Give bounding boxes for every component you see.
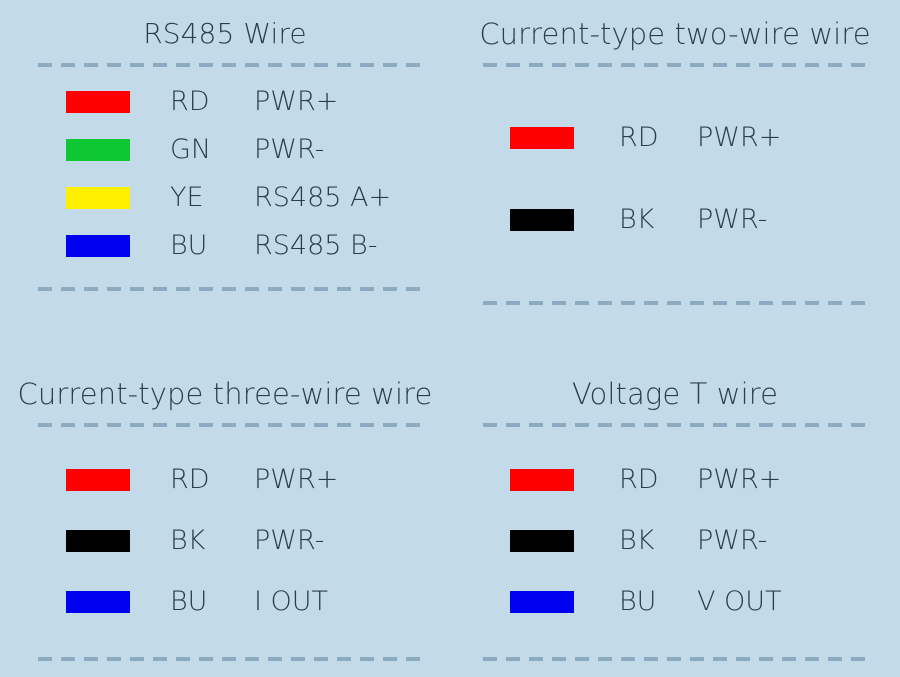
- wire-row-list: RD PWR+ BK PWR- BU V OUT: [450, 427, 900, 657]
- wire-color-swatch-red: [510, 468, 574, 491]
- wire-function-label: PWR+: [697, 122, 782, 153]
- wire-row-list: RD PWR+ BK PWR-: [450, 67, 900, 301]
- wire-code-label: RD: [619, 463, 659, 495]
- wire-color-swatch-black: [510, 209, 574, 231]
- wire-function-label: PWR-: [254, 524, 325, 556]
- wire-row: BK PWR-: [0, 510, 450, 571]
- wire-function-label: PWR+: [254, 463, 339, 495]
- panel-rs485-wire: RS485 Wire RD PWR+ GN PWR- YE RS485 A+ B…: [0, 16, 450, 291]
- wire-code-label: BK: [619, 204, 655, 235]
- wire-color-swatch-blue: [66, 235, 130, 257]
- wire-function-label: I OUT: [254, 585, 329, 617]
- dashed-divider-bottom: [483, 301, 871, 305]
- wire-row: BU V OUT: [450, 571, 900, 632]
- dashed-divider-bottom: [38, 657, 420, 661]
- wire-row-list: RD PWR+ BK PWR- BU I OUT: [0, 427, 450, 657]
- dashed-divider-bottom: [483, 657, 871, 661]
- wire-code-label: YE: [170, 182, 204, 213]
- wire-function-label: PWR+: [697, 463, 782, 495]
- wire-row: BU I OUT: [0, 571, 450, 632]
- wire-row: YE RS485 A+: [0, 174, 450, 222]
- dashed-divider-top: [483, 63, 871, 67]
- wire-color-swatch-red: [510, 127, 574, 149]
- panel-title: RS485 Wire: [143, 17, 307, 50]
- wire-code-label: RD: [170, 86, 210, 117]
- dashed-divider-bottom: [38, 287, 420, 291]
- wire-row: RD PWR+: [0, 78, 450, 126]
- dashed-divider-top: [38, 63, 420, 67]
- wire-code-label: BU: [170, 230, 208, 261]
- wire-color-swatch-red: [66, 468, 130, 491]
- wire-function-label: RS485 A+: [254, 182, 392, 213]
- wire-row: GN PWR-: [0, 126, 450, 174]
- dashed-divider-top: [38, 423, 420, 427]
- wire-color-swatch-yellow: [66, 187, 130, 209]
- wire-code-label: RD: [170, 463, 210, 495]
- wire-function-label: RS485 B-: [254, 230, 378, 261]
- panel-current-type-two-wire: Current-type two-wire wire RD PWR+ BK PW…: [450, 16, 900, 305]
- wire-function-label: V OUT: [697, 585, 782, 617]
- wire-row: BU RS485 B-: [0, 222, 450, 270]
- wire-function-label: PWR+: [254, 86, 339, 117]
- wire-code-label: BK: [170, 524, 206, 556]
- panel-current-type-three-wire: Current-type three-wire wire RD PWR+ BK …: [0, 376, 450, 661]
- wire-row-list: RD PWR+ GN PWR- YE RS485 A+ BU RS485 B-: [0, 67, 450, 287]
- wire-color-swatch-red: [66, 91, 130, 113]
- wire-color-swatch-blue: [66, 590, 130, 613]
- wire-function-label: PWR-: [697, 204, 768, 235]
- wire-code-label: RD: [619, 122, 659, 153]
- wire-row: BK PWR-: [450, 510, 900, 571]
- wire-code-label: BK: [619, 524, 655, 556]
- wire-row: BK PWR-: [450, 179, 900, 261]
- wire-code-label: GN: [170, 134, 212, 165]
- wire-color-swatch-black: [66, 529, 130, 552]
- wire-row: RD PWR+: [0, 449, 450, 510]
- wire-code-label: BU: [170, 585, 208, 617]
- wire-color-swatch-black: [510, 529, 574, 552]
- wire-function-label: PWR-: [254, 134, 325, 165]
- wire-color-swatch-blue: [510, 590, 574, 613]
- panel-title: Voltage T wire: [571, 377, 779, 411]
- wire-color-swatch-green: [66, 139, 130, 161]
- wire-row: RD PWR+: [450, 97, 900, 179]
- panel-voltage-t-wire: Voltage T wire RD PWR+ BK PWR- BU V OUT: [450, 376, 900, 661]
- panel-title: Current-type three-wire wire: [17, 377, 433, 411]
- wire-code-label: BU: [619, 585, 657, 617]
- dashed-divider-top: [483, 423, 871, 427]
- wire-function-label: PWR-: [697, 524, 768, 556]
- wire-row: RD PWR+: [450, 449, 900, 510]
- panel-title: Current-type two-wire wire: [479, 17, 871, 51]
